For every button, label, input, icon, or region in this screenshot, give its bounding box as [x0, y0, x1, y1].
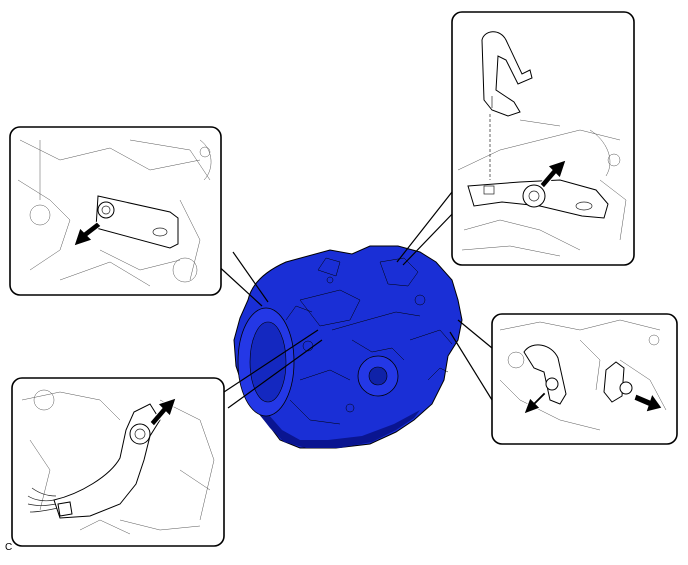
wire-harness: [27, 487, 59, 513]
arrow-icon: [73, 221, 102, 247]
transaxle-details: [285, 257, 453, 425]
bell-housing-inner: [249, 321, 287, 403]
clamp: [481, 31, 533, 117]
arrow-icon: [149, 397, 177, 427]
callout-bottom-left: [11, 377, 225, 547]
callout-left-middle: [9, 126, 222, 296]
transaxle-shadow: [244, 392, 420, 448]
bolt: [619, 381, 633, 395]
background-sketch: [21, 389, 215, 535]
transaxle-assembly: [233, 245, 463, 449]
arrow-icon: [523, 391, 547, 415]
bolt: [97, 201, 115, 219]
output-flange-hub: [368, 366, 388, 386]
callout-right-middle: [491, 313, 678, 445]
bolt: [129, 423, 151, 445]
callout-top-right: [451, 11, 635, 266]
bolt: [545, 377, 559, 391]
figure-code: C: [5, 542, 13, 553]
background-sketch: [457, 119, 627, 257]
leader-lines: [213, 191, 493, 409]
bolt: [522, 184, 546, 208]
bracket-small: [603, 361, 625, 403]
arrow-icon: [539, 159, 567, 189]
arrow-icon: [633, 392, 663, 413]
background-sketch: [17, 139, 212, 287]
grommet: [57, 501, 73, 517]
background-sketch: [499, 319, 667, 431]
